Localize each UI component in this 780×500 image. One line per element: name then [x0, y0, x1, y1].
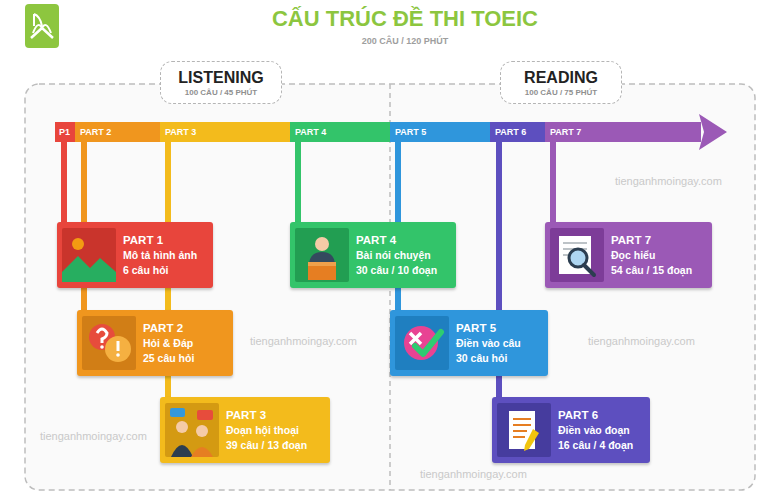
- icon-tile: [295, 228, 349, 282]
- timeline-arrowhead: [699, 114, 727, 150]
- person-head: [176, 421, 188, 433]
- podium: [308, 262, 336, 280]
- part-count: 25 câu hỏi: [143, 351, 194, 366]
- part-name: PART 3: [226, 407, 307, 423]
- exclaim-dot: [116, 353, 120, 357]
- part-tab: PART 5: [395, 127, 426, 137]
- person-head: [196, 425, 208, 437]
- person-body: [191, 447, 213, 457]
- watermark: tienganhmoingay.com: [40, 430, 147, 442]
- sun: [72, 238, 84, 250]
- part-description: Đọc hiểu: [611, 248, 692, 263]
- section-header: READING100 CÂU / 75 PHÚT: [500, 61, 622, 104]
- timeline-segment: PART 3: [160, 122, 290, 142]
- mountains: [62, 256, 116, 282]
- icon-tile: [165, 403, 219, 457]
- part-count: 6 câu hỏi: [123, 263, 197, 278]
- question-answer-icon: [82, 316, 136, 370]
- part-count: 16 câu / 4 đoạn: [558, 438, 633, 453]
- person-body: [171, 445, 193, 457]
- part-name: PART 1: [123, 232, 197, 248]
- part-name: PART 5: [456, 320, 521, 336]
- watermark: tienganhmoingay.com: [615, 175, 722, 187]
- diagram-title: CẤU TRÚC ĐỀ THI TOEIC: [272, 6, 538, 32]
- check-mark: [415, 332, 441, 354]
- part-description: Hỏi & Đáp: [143, 336, 194, 351]
- subtitle: 200 CÂU / 120 PHÚT: [362, 36, 449, 46]
- exclaim-bubble: [105, 336, 131, 362]
- part-tab: PART 4: [295, 127, 326, 137]
- part-count: 30 câu hỏi: [456, 351, 521, 366]
- icon-tile: [497, 403, 551, 457]
- part-description: Điền vào câu: [456, 336, 521, 351]
- watermark: tienganhmoingay.com: [588, 335, 695, 347]
- cross-mark: [410, 333, 421, 344]
- part-tab: PART 3: [165, 127, 196, 137]
- icon-tile: [62, 228, 116, 282]
- speech-bubble: [197, 410, 213, 420]
- section-name: LISTENING: [178, 68, 263, 87]
- section-meta: 100 CÂU / 75 PHÚT: [525, 88, 597, 98]
- pencil: [524, 429, 539, 451]
- speaker-body: [309, 252, 335, 266]
- section-header: LISTENING100 CÂU / 45 PHÚT: [160, 61, 282, 104]
- section-name: READING: [524, 68, 598, 87]
- part-description: Bài nói chuyện: [356, 248, 437, 263]
- question-dot: [100, 345, 104, 349]
- part-connector: [295, 142, 301, 222]
- part-connector: [550, 142, 556, 222]
- speaker-icon: [295, 228, 349, 282]
- icon-tile: [82, 316, 136, 370]
- watermark: tienganhmoingay.com: [250, 335, 357, 347]
- watermark: tienganhmoingay.com: [420, 468, 527, 480]
- fill-paragraph-icon: [497, 403, 551, 457]
- magnifier-handle: [584, 265, 594, 275]
- icon-tile: [550, 228, 604, 282]
- speaker-head: [315, 237, 329, 251]
- conversation-icon: [165, 403, 219, 457]
- fill-sentence-icon: [395, 316, 449, 370]
- part-name: PART 7: [611, 232, 692, 248]
- part-count: 54 câu / 15 đoạn: [611, 263, 692, 278]
- part-count: 30 câu / 10 đoạn: [356, 263, 437, 278]
- picture-icon: [62, 228, 116, 282]
- reading-icon: [550, 228, 604, 282]
- exclaim-glyph: [117, 341, 120, 351]
- exam-region: [25, 84, 755, 490]
- part-tab: PART 7: [550, 127, 581, 137]
- icon-tile: [395, 316, 449, 370]
- part-name: PART 6: [558, 407, 633, 423]
- part-tab: PART 2: [80, 127, 111, 137]
- question-glyph: [97, 329, 107, 343]
- timeline-segment: PART 4: [290, 122, 390, 142]
- logo-leaf: [34, 14, 42, 26]
- part-connector: [61, 142, 67, 222]
- part-name: PART 4: [356, 232, 437, 248]
- timeline-segment: PART 5: [390, 122, 490, 142]
- part-description: Đoạn hội thoại: [226, 423, 307, 438]
- timeline-segment: PART 7: [545, 122, 701, 142]
- paper-lines: [513, 419, 531, 437]
- section-meta: 100 CÂU / 45 PHÚT: [185, 88, 257, 98]
- part-tab: P1: [59, 127, 70, 137]
- timeline-segment: PART 6: [490, 122, 545, 142]
- logo-pages: [33, 25, 51, 33]
- part-tab: PART 6: [495, 127, 526, 137]
- part-description: Điền vào đoạn: [558, 423, 633, 438]
- speech-bubble: [170, 408, 185, 417]
- podium-top: [308, 262, 336, 266]
- logo: [25, 4, 59, 48]
- timeline-segment: P1: [55, 122, 75, 142]
- part-count: 39 câu / 13 đoạn: [226, 438, 307, 453]
- part-description: Mô tả hình ảnh: [123, 248, 197, 263]
- logo-tile: [25, 4, 59, 48]
- part-name: PART 2: [143, 320, 194, 336]
- timeline-segment: PART 2: [75, 122, 160, 142]
